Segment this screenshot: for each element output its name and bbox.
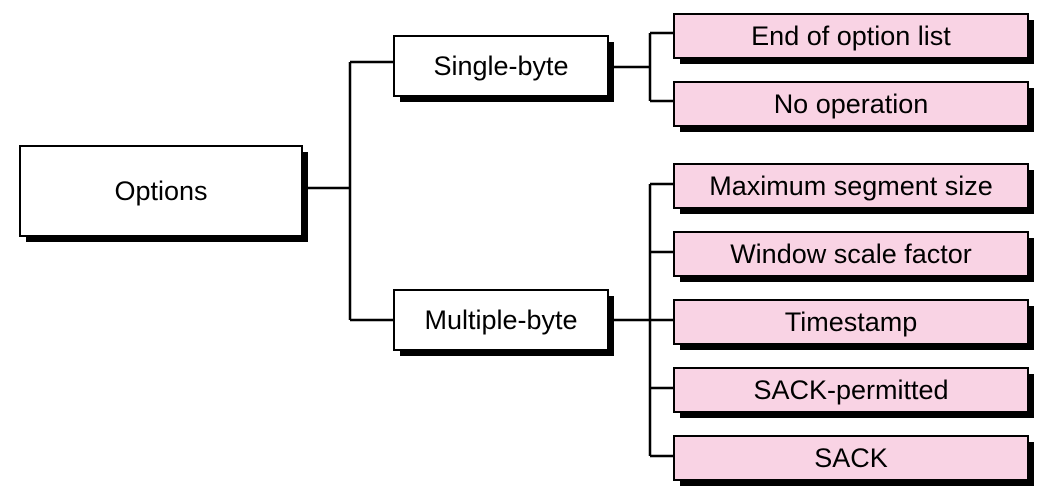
leaf-node-sack: SACK [673, 435, 1034, 486]
root-node-label: Options [114, 176, 207, 206]
leaf-node-sack-permitted: SACK-permitted [673, 367, 1034, 418]
leaf-node-label: SACK [814, 443, 888, 473]
group-node-single-byte: Single-byte [393, 35, 614, 102]
group-node-label: Single-byte [433, 51, 568, 81]
leaf-node-box [673, 163, 1029, 209]
leaf-node-no-operation: No operation [673, 81, 1034, 132]
leaf-node-window-scale-factor: Window scale factor [673, 231, 1034, 282]
group-node-label: Multiple-byte [424, 305, 577, 335]
group-node-box [393, 35, 609, 97]
leaf-node-timestamp: Timestamp [673, 299, 1034, 350]
root-node: Options [19, 145, 308, 242]
leaf-node-box [673, 367, 1029, 413]
leaf-node-label: End of option list [751, 21, 951, 51]
leaf-node-box [673, 435, 1029, 481]
leaf-node-label: SACK-permitted [753, 375, 948, 405]
connectors [302, 31, 674, 458]
leaf-node-label: Window scale factor [730, 239, 972, 269]
leaf-node-label: Maximum segment size [709, 171, 993, 201]
leaf-node-maximum-segment-size: Maximum segment size [673, 163, 1034, 214]
leaf-node-label: No operation [774, 89, 929, 119]
leaf-node-box [673, 231, 1029, 277]
leaf-node-box [673, 299, 1029, 345]
leaf-node-label: Timestamp [785, 307, 918, 337]
group-node-multiple-byte: Multiple-byte [393, 289, 614, 356]
leaf-node-box [673, 13, 1029, 59]
leaf-node-end-of-option-list: End of option list [673, 13, 1034, 64]
leaf-node-box [673, 81, 1029, 127]
group-node-box [393, 289, 609, 351]
root-node-box [19, 145, 303, 237]
